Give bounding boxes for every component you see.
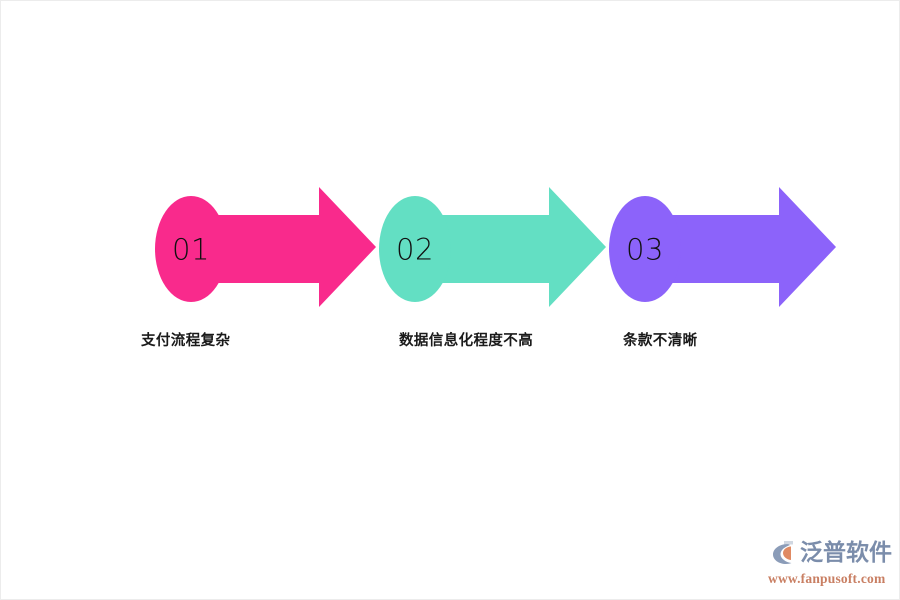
- step-label-02: 数据信息化程度不高: [399, 333, 534, 349]
- arrow-bulb-02: [379, 196, 451, 302]
- brand-url: www.fanpusoft.com: [768, 571, 886, 586]
- brand-name: 泛普软件: [800, 539, 892, 566]
- step-number-01: 01: [172, 232, 210, 267]
- step-number-03: 03: [626, 232, 664, 267]
- step-label-01: 支付流程复杂: [141, 333, 231, 349]
- brand-watermark: 泛普软件 www.fanpusoft.com: [767, 537, 893, 589]
- flow-arrow-03: [609, 187, 836, 307]
- arrow-body-03: [645, 187, 836, 307]
- arrow-body-01: [191, 187, 376, 307]
- flow-arrow-02: [379, 187, 606, 307]
- fanpu-logo-icon: [773, 541, 793, 564]
- arrow-body-02: [415, 187, 606, 307]
- step-label-03: 条款不清晰: [623, 333, 698, 349]
- arrow-bulb-01: [155, 196, 227, 302]
- brand-logo-row: 泛普软件: [767, 537, 893, 569]
- step-number-02: 02: [396, 232, 434, 267]
- flow-arrow-01: [155, 187, 376, 307]
- arrow-bulb-03: [609, 196, 681, 302]
